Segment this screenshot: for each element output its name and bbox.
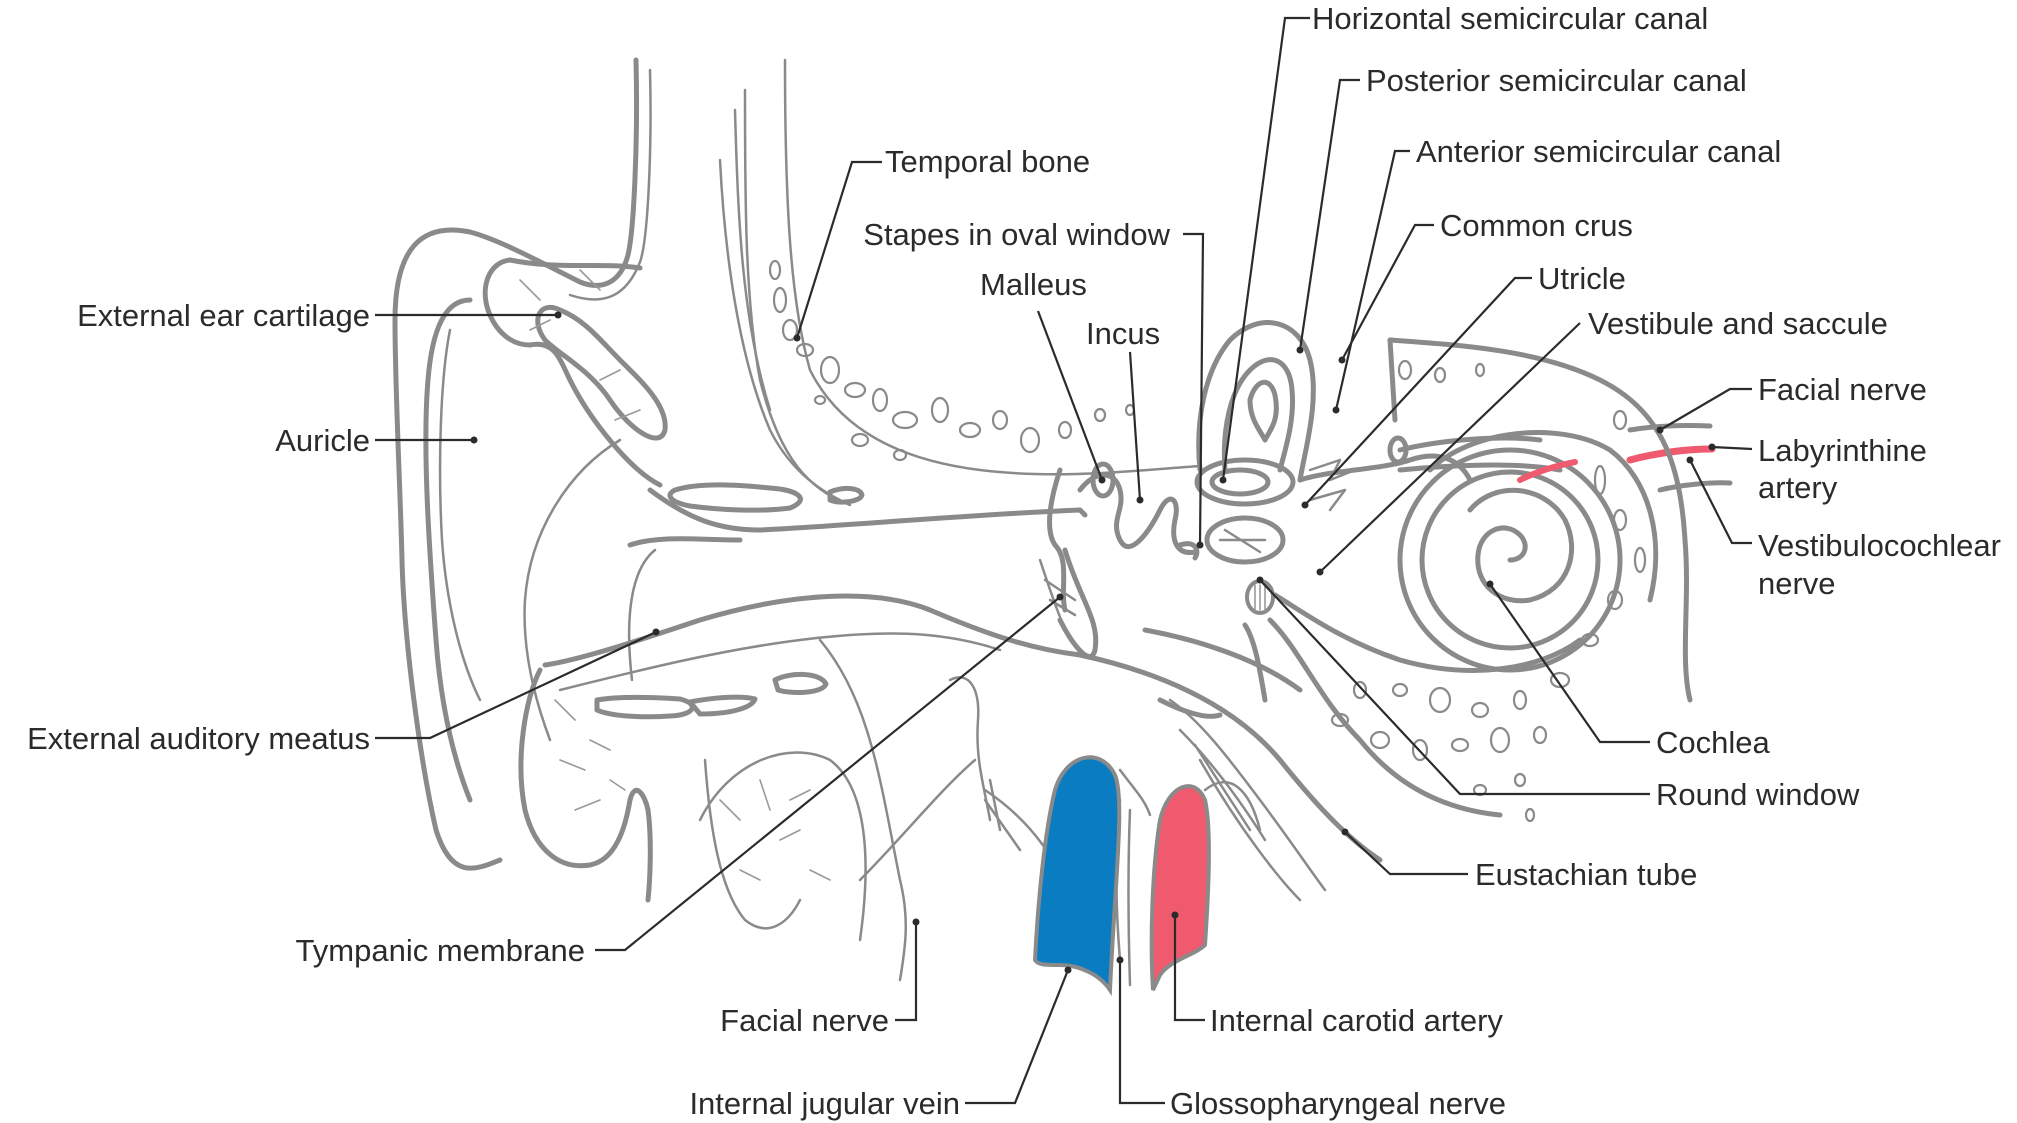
label-tympanic-membrane: Tympanic membrane: [296, 933, 585, 968]
label-posterior-semicircular-canal: Posterior semicircular canal: [1366, 63, 1747, 98]
temporal-bone-shape: [718, 58, 1202, 507]
label-labyrinthine-artery-line1: Labyrinthine: [1758, 433, 1927, 468]
label-internal-carotid-artery: Internal carotid artery: [1210, 1003, 1503, 1038]
label-round-window: Round window: [1656, 777, 1860, 812]
label-facial-nerve-bottom: Facial nerve: [720, 1003, 889, 1038]
auricle-shape: [392, 57, 668, 871]
label-glossopharyngeal-nerve: Glossopharyngeal nerve: [1170, 1086, 1506, 1121]
label-malleus: Malleus: [980, 267, 1087, 302]
label-external-ear-cartilage: External ear cartilage: [77, 298, 370, 333]
label-vestibule-and-saccule: Vestibule and saccule: [1588, 306, 1888, 341]
labels: Horizontal semicircular canal Posterior …: [27, 1, 2001, 1121]
lower-structures-shape: [698, 638, 1383, 997]
label-vestibulocochlear-nerve-line2: nerve: [1758, 566, 1836, 601]
middle-ear-shape: [1038, 461, 1303, 693]
label-eustachian-tube: Eustachian tube: [1475, 857, 1697, 892]
internal-jugular-vein-shape: [1032, 755, 1122, 997]
petrous-bone-holes: [1330, 359, 1647, 823]
label-stapes-in-oval-window: Stapes in oval window: [863, 217, 1170, 252]
label-incus: Incus: [1086, 316, 1160, 351]
label-common-crus: Common crus: [1440, 208, 1633, 243]
ear-canal-shape: [518, 482, 1088, 903]
anatomy-drawing: [392, 57, 1733, 997]
label-facial-nerve-right: Facial nerve: [1758, 372, 1927, 407]
inner-ear-shape: [1194, 320, 1733, 823]
label-vestibulocochlear-nerve-line1: Vestibulocochlear: [1758, 528, 2001, 563]
label-utricle: Utricle: [1538, 261, 1626, 296]
label-auricle: Auricle: [275, 423, 370, 458]
cochlea-shape: [1397, 430, 1659, 673]
label-horizontal-semicircular-canal: Horizontal semicircular canal: [1312, 1, 1708, 36]
internal-carotid-artery-shape: [1149, 784, 1211, 991]
label-labyrinthine-artery-line2: artery: [1758, 470, 1838, 505]
label-external-auditory-meatus: External auditory meatus: [27, 721, 370, 756]
label-anterior-semicircular-canal: Anterior semicircular canal: [1416, 134, 1781, 169]
label-internal-jugular-vein: Internal jugular vein: [689, 1086, 960, 1121]
label-temporal-bone: Temporal bone: [885, 144, 1090, 179]
label-cochlea: Cochlea: [1656, 725, 1770, 760]
leader-lines: [375, 16, 1753, 1105]
